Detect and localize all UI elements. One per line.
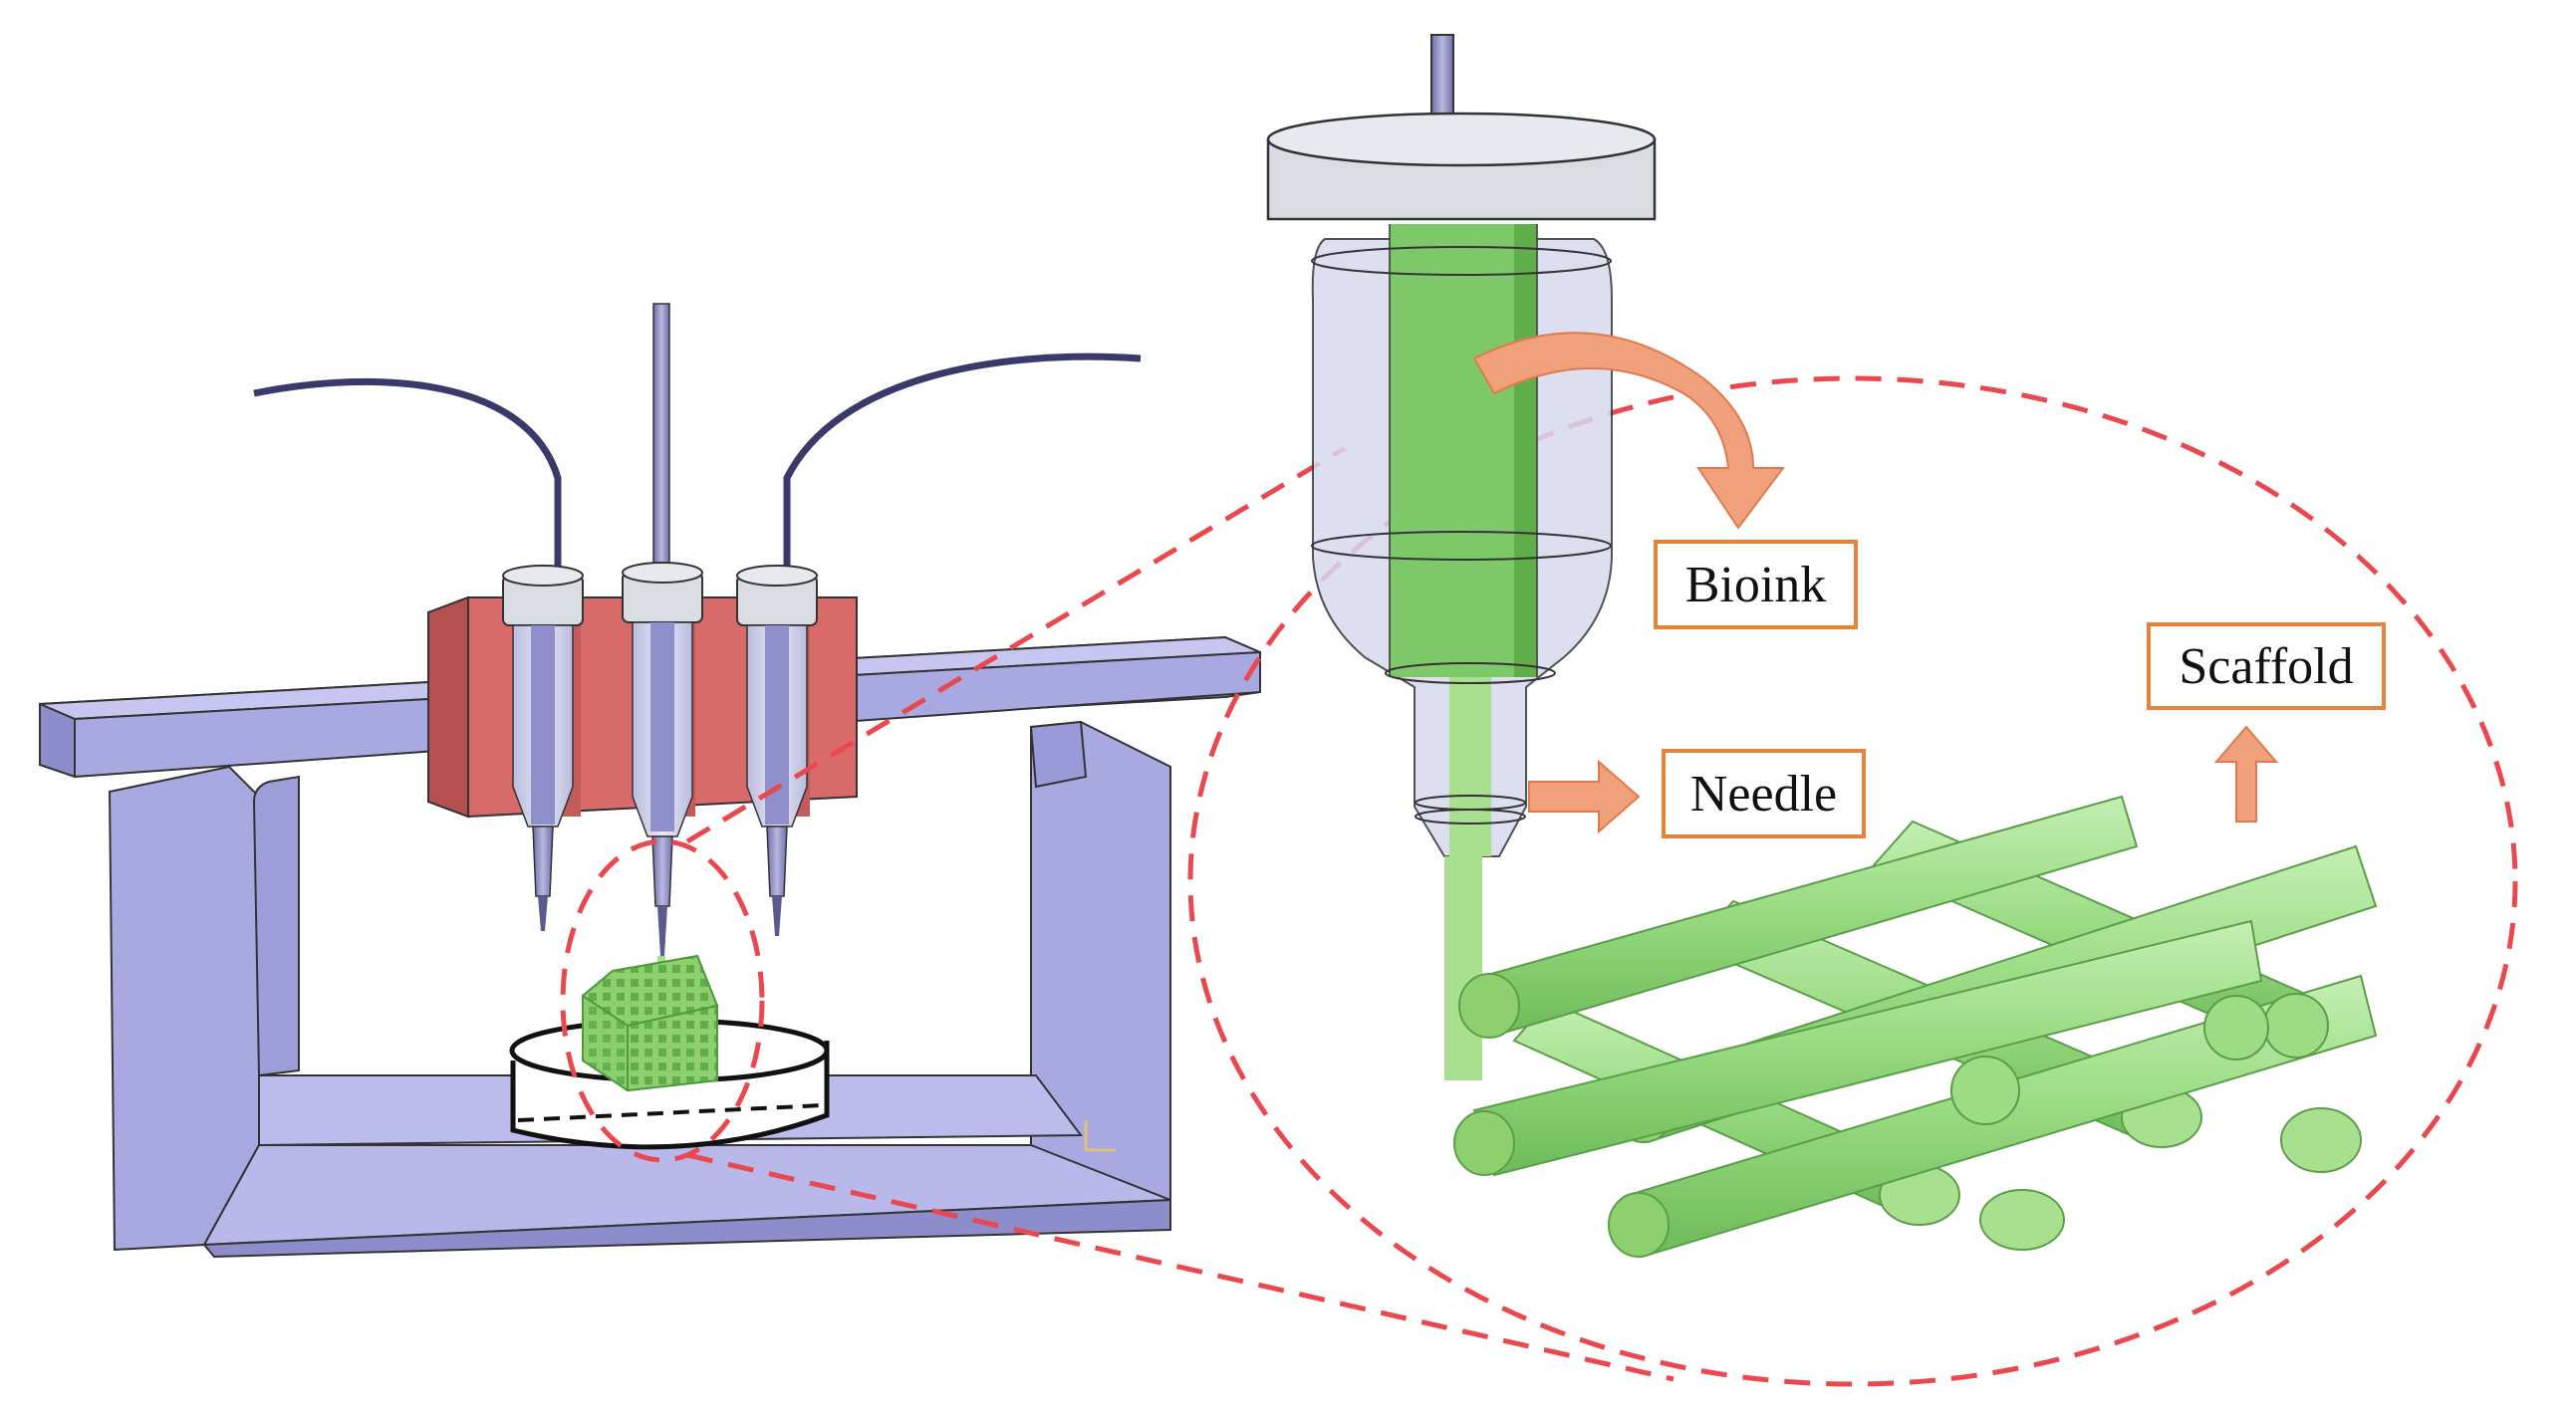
frame-base-front [201,1185,1171,1259]
axis-indicator [1084,1120,1116,1152]
bioink-arrow [1472,332,1785,530]
needle-label: Needle [1662,749,1866,838]
zoom-connector-top [685,445,1347,844]
frame-left-wall [108,765,260,1252]
printed-scaffold-cube [581,954,719,1092]
scaffold-rods [1453,795,2378,1258]
scaffold-arrow [2213,725,2279,823]
syringe-left [502,565,584,931]
bioink-label: Bioink [1654,540,1858,629]
bioink-column [1390,224,1537,677]
center-piston-rod [652,303,670,579]
scaffold-label: Scaffold [2147,622,2386,710]
zoom-connector-bottom [686,1152,1674,1382]
zoom-source-ellipse [560,838,765,1163]
needle-arrow [1528,759,1641,834]
zoomed-extruded-filament [1444,856,1482,1080]
printer-frame [108,720,1171,1259]
right-cable [783,353,1142,573]
frame-right-wall-inner [1029,720,1088,789]
syringe-center [622,562,703,996]
syringe-right [736,565,818,936]
zoomed-syringe [1266,34,1657,1080]
cables [253,303,1142,579]
left-cable [253,377,562,573]
zoom-target-ellipse [1187,375,2518,1387]
